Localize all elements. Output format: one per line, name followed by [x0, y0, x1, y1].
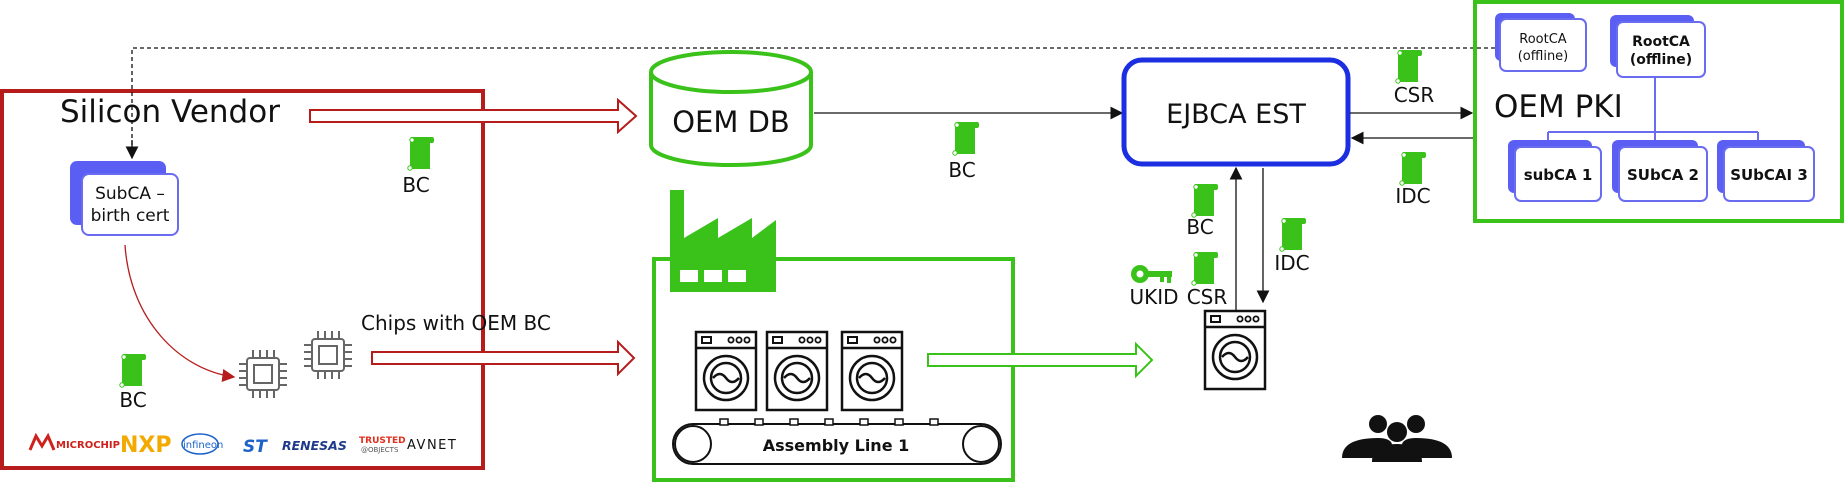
certificate-icon-device-bc	[1191, 183, 1219, 218]
factory-frame	[652, 257, 1015, 482]
certificate-icon-csr	[1395, 49, 1423, 84]
subca1-node: subCA 1	[1508, 140, 1602, 202]
vendor-to-oemdb-arrow	[309, 97, 638, 135]
users-icon	[1342, 415, 1452, 462]
logo-infineon: infineon	[183, 440, 223, 451]
silicon-vendor-title: Silicon Vendor	[60, 94, 280, 130]
csr-label-device: CSR	[1187, 285, 1228, 309]
certificate-icon-idc	[1399, 151, 1427, 186]
subca-line2: birth cert	[91, 206, 170, 226]
certificate-icon	[407, 136, 435, 171]
logo-renesas: RENESAS	[282, 438, 347, 453]
bc-label-vendor-top: BC	[402, 173, 429, 197]
ejbca-est-node	[1121, 57, 1351, 167]
rootca-offline-line1: RootCA	[1519, 32, 1567, 47]
microchip-logo-icon	[28, 432, 56, 451]
subca-line1: SubCA –	[95, 184, 165, 204]
certificate-icon-oemdb	[952, 121, 980, 156]
factory-to-device-arrow	[927, 341, 1154, 379]
washer-icon-2	[765, 330, 829, 412]
silicon-vendor-frame	[0, 89, 485, 470]
rootca-node: RootCA (offline)	[1610, 15, 1706, 78]
assembly-line-label: Assembly Line 1	[763, 436, 910, 455]
idc-label-pki: IDC	[1395, 184, 1430, 208]
subca2-node: SUbCA 2	[1612, 140, 1708, 202]
bc-label-device: BC	[1186, 215, 1213, 239]
chips-to-factory-arrow	[371, 339, 636, 377]
ukid-label: UKID	[1129, 285, 1178, 309]
csr-label-pki: CSR	[1394, 83, 1435, 107]
logo-avnet: AVNET	[407, 438, 457, 453]
factory-icon	[670, 190, 776, 292]
rootca-offline-line2: (offline)	[1518, 49, 1569, 64]
subca-birth-cert-node: SubCA – birth cert	[70, 161, 179, 236]
vendor-logos: MICROCHIP NXP infineon ST RENESAS TRUSTE…	[28, 432, 457, 458]
certificate-icon-device-csr	[1191, 251, 1219, 286]
logo-st: ST	[243, 437, 268, 457]
logo-trusted-line2: @OBJECTS	[361, 446, 399, 454]
subca1-label: subCA 1	[1524, 166, 1593, 184]
idc-label-device: IDC	[1274, 251, 1309, 275]
rootca-line2: (offline)	[1630, 52, 1692, 68]
ejbca-label: EJBCA EST	[1166, 99, 1306, 130]
subca3-label: SUbCAI 3	[1730, 166, 1808, 184]
dashed-trust-line	[131, 47, 1500, 152]
oem-db-label: OEM DB	[672, 105, 790, 139]
chips-with-oem-bc-label: Chips with OEM BC	[361, 311, 551, 335]
conveyor-belt-icon	[672, 418, 1002, 465]
oem-pki-frame	[1473, 0, 1844, 223]
chip-icon	[238, 349, 288, 399]
oem-db-cylinder	[649, 50, 813, 167]
washer-icon	[694, 330, 758, 412]
logo-trusted-line1: TRUSTED	[359, 436, 406, 446]
subca3-node: SUbCAI 3	[1717, 140, 1815, 202]
chip-icon-2	[303, 330, 353, 380]
certificate-icon-bottom	[119, 353, 147, 388]
device-washer-icon	[1203, 309, 1267, 391]
bc-label-vendor-bottom: BC	[119, 388, 146, 412]
bc-label-oemdb: BC	[948, 158, 975, 182]
key-icon	[1131, 265, 1172, 283]
rootca-offline-node: RootCA (offline)	[1495, 13, 1587, 72]
oem-pki-title: OEM PKI	[1494, 89, 1623, 125]
certificate-icon-device-idc	[1279, 217, 1307, 252]
subca-to-chips-arrow	[124, 244, 236, 382]
rootca-line1: RootCA	[1632, 34, 1690, 50]
washer-icon-3	[840, 330, 904, 412]
subca2-label: SUbCA 2	[1627, 166, 1699, 184]
logo-microchip: MICROCHIP	[56, 440, 120, 451]
logo-nxp: NXP	[120, 433, 172, 458]
infineon-swoosh-icon	[181, 433, 219, 455]
